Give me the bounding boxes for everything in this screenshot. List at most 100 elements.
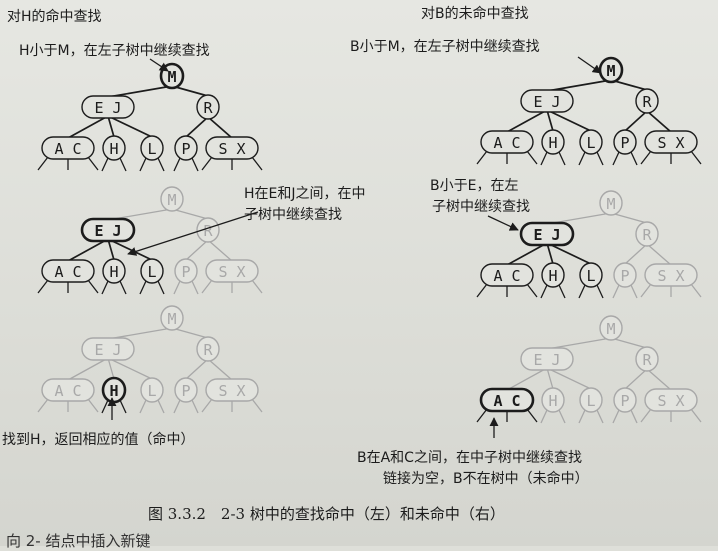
tree-node-l3: L: [579, 262, 603, 288]
tree-node-label: S X: [218, 140, 245, 158]
tree-node-r1: P: [613, 129, 637, 155]
tree-node-label: R: [203, 99, 213, 117]
null-link: [251, 398, 263, 413]
tree-node-label: H: [548, 267, 557, 285]
tree-node-label: R: [203, 222, 213, 240]
tree-node-label: A C: [493, 392, 520, 410]
tree-link: [546, 79, 612, 92]
tree-link: [171, 85, 209, 97]
null-link: [612, 284, 620, 299]
annotation-left-2-line2: 子树中继续查找: [244, 207, 342, 223]
tree-node-label: L: [147, 140, 156, 158]
tree-node-l3: L: [140, 377, 164, 403]
tree-node-label: E J: [533, 93, 560, 111]
tree-link: [207, 116, 233, 139]
null-link: [173, 280, 181, 295]
annotation-right-2-line1: B小于E，在左: [430, 178, 519, 194]
null-link: [690, 408, 702, 423]
null-link: [612, 151, 620, 166]
null-link: [101, 157, 109, 172]
tree-node-label: H: [548, 134, 557, 152]
tree-node-label: L: [147, 263, 156, 281]
tree-node-r2: S X: [205, 136, 259, 160]
tree-link: [646, 110, 672, 133]
tree-node-label: P: [181, 382, 190, 400]
tree-link: [67, 357, 109, 381]
tree-node-l3: L: [579, 387, 603, 413]
tree-node-right: R: [196, 217, 220, 243]
tree-node-r1: P: [174, 135, 198, 161]
tree-link: [610, 212, 648, 224]
tree-node-label: S X: [218, 382, 245, 400]
null-link: [191, 280, 199, 295]
tree-node-l1: A C: [41, 259, 95, 283]
null-link: [173, 399, 181, 414]
annotation-right-2-line2: 子树中继续查找: [432, 199, 530, 215]
tree-link: [107, 357, 115, 380]
tree-node-label: M: [606, 62, 615, 80]
null-link: [476, 150, 488, 165]
tree-node-label: A C: [493, 267, 520, 285]
tree-link: [506, 109, 548, 133]
tree-node-left: E J: [519, 221, 575, 247]
annotation-left-3: 找到H，返回相应的值（命中）: [2, 432, 195, 448]
null-link: [157, 157, 165, 172]
tree-node-label: P: [620, 392, 629, 410]
tree-node-label: E J: [533, 351, 560, 369]
tree-link: [185, 239, 209, 261]
tree-node-r2: S X: [205, 259, 259, 283]
tree-node-label: S X: [657, 392, 684, 410]
tree-node-label: A C: [54, 382, 81, 400]
null-link: [690, 150, 702, 165]
null-link: [540, 151, 548, 166]
tree-node-l1: A C: [479, 387, 535, 413]
tree-link: [546, 109, 592, 132]
null-link: [526, 408, 538, 423]
tree-node-label: R: [642, 351, 652, 369]
tree-node-label: L: [586, 267, 595, 285]
tree-node-label: M: [167, 191, 176, 209]
null-link: [526, 283, 538, 298]
tree-node-label: L: [586, 392, 595, 410]
tree-node-label: R: [642, 93, 652, 111]
tree-link: [207, 358, 233, 381]
null-link: [37, 156, 49, 171]
tree-node-label: A C: [54, 263, 81, 281]
tree-link: [624, 110, 648, 132]
null-link: [139, 280, 147, 295]
tree-link: [624, 243, 648, 265]
tree-node-root: M: [160, 186, 184, 212]
tree-node-root: M: [160, 305, 184, 331]
null-link: [201, 279, 213, 294]
null-link: [37, 398, 49, 413]
null-link: [119, 280, 127, 295]
heading-right: 对B的未命中查找: [421, 6, 529, 22]
tree-node-label: S X: [657, 267, 684, 285]
null-link: [139, 399, 147, 414]
null-link: [640, 283, 652, 298]
annotation-left-2-line1: H在E和J之间，在中: [244, 186, 366, 202]
figure-caption: 图 3.3.2 2-3 树中的查找命中（左）和未命中（右）: [148, 505, 505, 523]
tree-link: [107, 115, 115, 138]
tree-link: [107, 115, 153, 138]
tree-link: [185, 358, 209, 380]
tree-node-label: S X: [657, 134, 684, 152]
null-link: [640, 150, 652, 165]
null-link: [640, 408, 652, 423]
null-link: [630, 284, 638, 299]
tree-node-label: H: [109, 263, 118, 281]
null-link: [251, 279, 263, 294]
null-link: [119, 157, 127, 172]
tree-link: [506, 367, 548, 391]
tree-link: [107, 327, 173, 340]
heading-left: 对H的命中查找: [7, 9, 102, 25]
null-link: [119, 399, 127, 414]
tree-link: [67, 115, 109, 139]
annotation-right-1: B小于M，在左子树中继续查找: [350, 39, 540, 55]
null-link: [87, 398, 99, 413]
tree-node-root: M: [599, 190, 623, 216]
